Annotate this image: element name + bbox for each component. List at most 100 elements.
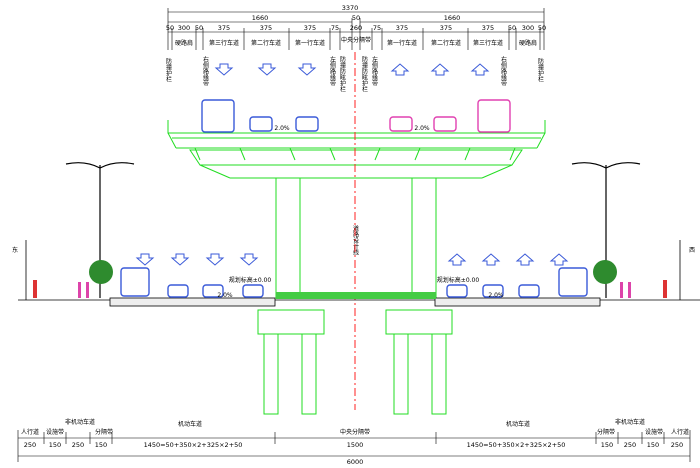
dim-l-50b: 50: [195, 24, 203, 32]
label-divider-left: 分隔带: [95, 428, 113, 436]
upper-lane2-left: 第二行车道: [251, 39, 281, 47]
car-icon: [482, 284, 504, 298]
up-arrow-icon: [447, 253, 467, 266]
up-arrow-icon: [430, 63, 450, 76]
dim-half-right: 1660: [444, 14, 461, 22]
car-icon: [518, 284, 540, 298]
bdim-150b: 150: [95, 441, 107, 449]
bdim-250d: 250: [671, 441, 683, 449]
dim-l-75: 75: [331, 24, 339, 32]
label-median: 中央分隔带: [340, 428, 370, 436]
bdim-250b: 250: [72, 441, 84, 449]
car-icon: [389, 116, 413, 132]
bdim-median: 1500: [347, 441, 364, 449]
bdim-250c: 250: [624, 441, 636, 449]
upper-lane2-right: 第二行车道: [431, 39, 461, 47]
anti-glare-right: 防撞防眩护栏: [361, 55, 368, 93]
down-arrow-icon: [214, 63, 234, 76]
upper-shoulder-left: 硬路肩: [175, 39, 193, 47]
bdim-total: 6000: [347, 458, 364, 466]
label-motor-left: 机动车道: [178, 420, 202, 428]
dim-l-375a: 375: [218, 24, 230, 32]
median-grass: [276, 292, 436, 299]
top-sub-dims: 50 300 50 375 375 375 75 260 75 375 375 …: [166, 24, 546, 32]
car-icon: [202, 284, 224, 298]
dim-l-375c: 375: [304, 24, 316, 32]
bdim-250a: 250: [24, 441, 36, 449]
ground-arrows: [135, 253, 569, 266]
down-arrow-icon: [205, 253, 225, 266]
car-icon: [433, 116, 457, 132]
dim-r-375c: 375: [482, 24, 494, 32]
dim-center: 50: [352, 14, 360, 22]
upper-lane1-right: 第一行车道: [387, 39, 417, 47]
label-motor-right: 机动车道: [506, 420, 530, 428]
bdim-150a: 150: [49, 441, 61, 449]
pedestrian-icon: [86, 282, 89, 298]
up-arrow-icon: [481, 253, 501, 266]
dim-r-50b: 50: [538, 24, 546, 32]
label-sidewalk-left: 人行道: [21, 428, 39, 436]
upper-median: 中央分隔带: [341, 36, 371, 44]
upper-arrows: [214, 63, 490, 76]
crash-barrier-right: 防撞护栏: [537, 57, 544, 83]
bdim-150c: 150: [601, 441, 613, 449]
dim-r-50a: 50: [508, 24, 516, 32]
upper-slope-left: 2.0%: [274, 125, 290, 132]
dim-r-375b: 375: [440, 24, 452, 32]
tree-icon: [593, 260, 617, 284]
label-facility-left: 设施带: [46, 428, 64, 436]
pedestrian-icon: [628, 282, 631, 298]
label-divider-right: 分隔带: [597, 428, 615, 436]
dim-r-300: 300: [522, 24, 534, 32]
dim-total: 3370: [342, 4, 359, 12]
upper-deck: [167, 120, 546, 299]
dim-half-left: 1660: [252, 14, 269, 22]
bus-icon: [477, 99, 511, 133]
upper-vehicles: [201, 99, 511, 133]
up-arrow-icon: [515, 253, 535, 266]
down-arrow-icon: [135, 253, 155, 266]
label-facility-right: 设施带: [645, 428, 663, 436]
foundations: [257, 309, 453, 415]
right-curb-right: 右侧路缘带: [500, 55, 507, 87]
down-arrow-icon: [257, 63, 277, 76]
ground-vehicles: [120, 267, 588, 298]
top-dimensions: [167, 8, 545, 50]
upper-lane-labels: 硬路肩 第三行车道 第二行车道 第一行车道 中央分隔带 第一行车道 第二行车道 …: [175, 36, 537, 47]
ground-slope-left: 2.0%: [217, 292, 233, 299]
dim-r-75: 75: [373, 24, 381, 32]
upper-lane3-right: 第三行车道: [473, 39, 503, 47]
car-icon: [446, 284, 468, 298]
pedestrian-icon: [620, 282, 623, 298]
down-arrow-icon: [170, 253, 190, 266]
label-sidewalk-right: 人行道: [671, 428, 689, 436]
down-arrow-icon: [239, 253, 259, 266]
car-icon: [242, 284, 264, 298]
pedestrian-icon: [33, 280, 37, 298]
dim-r-375a: 375: [396, 24, 408, 32]
bdim-150d: 150: [647, 441, 659, 449]
upper-lane3-left: 第三行车道: [209, 39, 239, 47]
label-nonmotor-right: 非机动车道: [615, 418, 645, 426]
bottom-dimensions: [17, 430, 691, 462]
dim-l-300: 300: [178, 24, 190, 32]
upper-slope-right: 2.0%: [414, 125, 430, 132]
car-icon: [167, 284, 189, 298]
car-icon: [295, 116, 319, 132]
up-arrow-icon: [390, 63, 410, 76]
pedestrian-icon: [78, 282, 81, 298]
west-label: 西: [689, 247, 695, 254]
right-curb-left: 右侧路缘带: [202, 55, 209, 87]
ground-road: [18, 240, 700, 307]
anti-glare-left: 防撞防眩护栏: [339, 55, 346, 93]
left-curb-left: 左侧路缘带: [329, 55, 336, 87]
up-arrow-icon: [470, 63, 490, 76]
bus-icon: [120, 267, 150, 297]
elevation-right: 规划标高±0.00: [437, 276, 480, 284]
bdim-motor-right: 1450=50+350×2+325×2+50: [467, 441, 566, 449]
down-arrow-icon: [297, 63, 317, 76]
east-label: 东: [12, 246, 18, 254]
